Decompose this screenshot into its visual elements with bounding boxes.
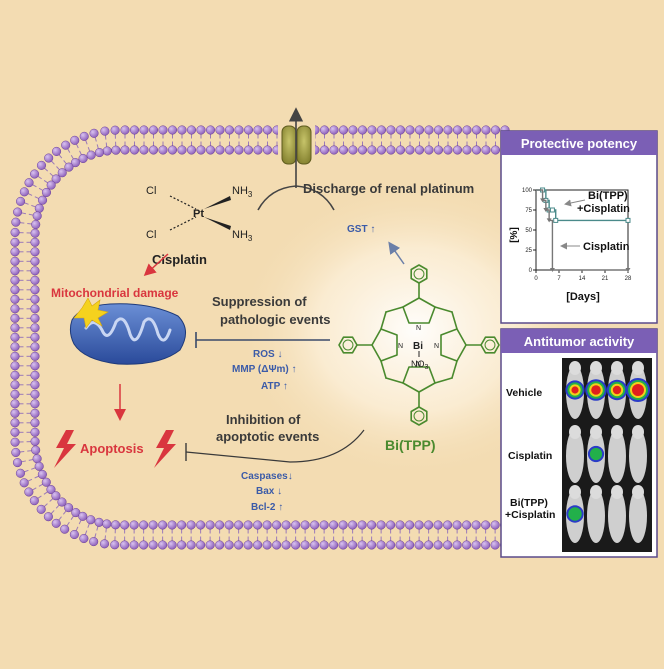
cl-atom-1: Cl — [146, 185, 156, 197]
mouse-head — [590, 361, 602, 375]
x-tick-label: 28 — [625, 276, 632, 282]
mito-damage-label: Mitochondrial damage — [51, 286, 179, 300]
n-atom: N — [434, 343, 439, 350]
mitochondrion — [70, 298, 185, 364]
inhibition-label-2: apoptotic events — [216, 429, 319, 444]
y-tick-label: 75 — [525, 208, 532, 214]
bi-atom: Bi — [413, 341, 423, 352]
n-atom: N — [416, 361, 421, 368]
mouse-head — [632, 425, 644, 439]
mmp-label: MMP (ΔΨm) ↑ — [232, 364, 297, 375]
x-tick-label: 14 — [579, 276, 586, 282]
ros-label: ROS ↓ — [253, 349, 282, 360]
gst-label: GST ↑ — [347, 224, 375, 235]
lightning-bolt-icon — [154, 430, 176, 468]
cisplatin-structure: Cl Cl Pt NH3 NH3 — [146, 185, 253, 243]
row-label-bitpp-2: +Cisplatin — [505, 509, 555, 521]
mouse-head — [611, 485, 623, 499]
row-label-bitpp-1: Bi(TPP) — [510, 497, 548, 509]
protective-title: Protective potency — [521, 136, 638, 151]
legend-bitpp-1: Bi(TPP) — [588, 190, 628, 202]
y-tick-label: 50 — [525, 228, 532, 234]
inhibition-label-1: Inhibition of — [226, 412, 301, 427]
data-point — [626, 218, 630, 222]
caspases-label: Caspases↓ — [241, 471, 293, 482]
bcl2-label: Bcl-2 ↑ — [251, 502, 283, 513]
cl-atom-2: Cl — [146, 229, 156, 241]
atp-label: ATP ↑ — [261, 381, 288, 392]
discharge-label: Discharge of renal platinum — [303, 181, 474, 196]
suppression-label-1: Suppression of — [212, 294, 307, 309]
suppression-label-2: pathologic events — [220, 312, 331, 327]
mouse-head — [632, 361, 644, 375]
mouse-head — [611, 361, 623, 375]
bax-label: Bax ↓ — [256, 486, 282, 497]
n-atom: N — [416, 325, 421, 332]
y-tick-label: 100 — [522, 188, 533, 194]
pt-atom: Pt — [193, 208, 204, 220]
mouse-head — [569, 425, 581, 439]
row-label-cisplatin: Cisplatin — [508, 450, 552, 462]
mouse-head — [569, 485, 581, 499]
lightning-bolt-icon — [54, 430, 76, 468]
mouse-head — [590, 425, 602, 439]
nh3-2: NH3 — [232, 229, 253, 243]
chart-ylabel: [%] — [509, 227, 520, 243]
cisplatin-label: Cisplatin — [152, 252, 207, 267]
data-point — [550, 208, 554, 212]
chart-xlabel: [Days] — [566, 291, 600, 303]
legend-bitpp-2: +Cisplatin — [577, 203, 630, 215]
apoptosis-label: Apoptosis — [80, 441, 144, 456]
nh3-1: NH3 — [232, 185, 253, 199]
mouse-head — [590, 485, 602, 499]
bitpp-label: Bi(TPP) — [385, 437, 436, 453]
x-tick-label: 21 — [602, 276, 609, 282]
y-tick-label: 25 — [525, 248, 532, 254]
antitumor-title: Antitumor activity — [524, 334, 635, 349]
antitumor-panel: Antitumor activity Vehicle Cisplatin Bi(… — [501, 329, 657, 557]
legend-cisplatin: Cisplatin — [583, 241, 630, 253]
mouse-head — [611, 425, 623, 439]
row-label-vehicle: Vehicle — [506, 387, 542, 399]
mouse-head — [569, 361, 581, 375]
data-point — [554, 218, 558, 222]
mouse-head — [632, 485, 644, 499]
n-atom: N — [398, 343, 403, 350]
